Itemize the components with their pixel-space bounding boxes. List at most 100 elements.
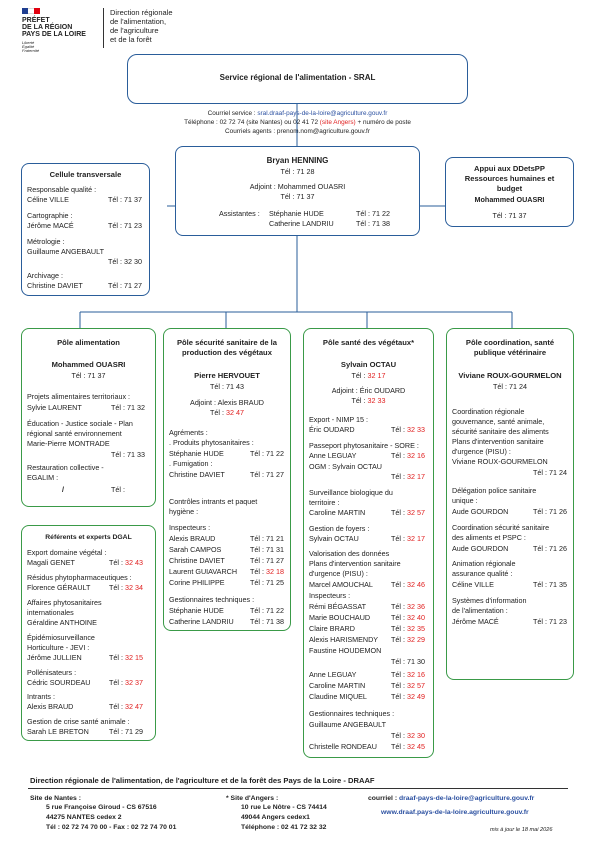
motto-1: Liberté: [22, 40, 35, 45]
footer-web-link[interactable]: www.draaf.pays-de-la-loire.agriculture.g…: [381, 809, 529, 816]
ref-tel-4: Tél : 32 15: [109, 653, 143, 662]
pole-sspv-title-2: production des végétaux: [182, 348, 272, 357]
coord-c1-name: Viviane ROUX-GOURMELON: [452, 457, 548, 466]
sv-foyers-tel: Tél : 32 17: [391, 534, 425, 543]
assistantes-label: Assistantes :: [219, 209, 260, 218]
sv-passeport: Passeport phytosanitaire - SORE :: [309, 441, 419, 450]
pole-alim-chef: Mohammed OUASRI: [51, 360, 126, 369]
chef-adjoint-tel: Tél : 71 37: [280, 192, 315, 201]
footer-nantes-1: 5 rue Françoise Giroud - CS 67516: [46, 804, 157, 811]
ref-tel-4-label: Tél :: [109, 653, 125, 662]
cellule-role-3: Métrologie :: [27, 237, 65, 246]
pole-alim-l1: Projets alimentaires territoriaux :: [27, 392, 131, 401]
pole-sv-tel: Tél : 32 17: [304, 371, 433, 380]
ref-name-2: Florence GÉRAULT: [27, 583, 91, 592]
sspv-adj-tel-post: 32 47: [225, 408, 244, 417]
sv-insp-1: Rémi BÉGASSAT: [309, 602, 366, 611]
pole-sv-adjoint-tel: Tél : 32 33: [304, 396, 433, 405]
assistante-1: Stéphanie HUDE: [269, 209, 324, 218]
sv-insp-4-tel-post: 32 29: [406, 635, 425, 644]
coord-c1-tel: Tél : 71 24: [533, 468, 567, 477]
sv-export-tel: Tél : 32 33: [391, 425, 425, 434]
ref-role-1: Export domaine végétal :: [27, 548, 107, 557]
footer-courriel-link[interactable]: draaf-pays-de-la-loire@agriculture.gouv.…: [398, 795, 535, 802]
sv-ogm-tel: Tél : 32 17: [391, 472, 425, 481]
sv-insp-2: Marie BOUCHAUD: [309, 613, 371, 622]
sral-agents: Courriels agents : prenom.nom@agricultur…: [225, 128, 370, 135]
sv-ogm-tel-post: 32 17: [406, 472, 425, 481]
sv-export-tel-post: 32 33: [406, 425, 425, 434]
pole-alim-l3-name: /: [62, 485, 64, 494]
ref-role-4a: Épidémiosurveillance: [27, 633, 95, 642]
courriel-link[interactable]: sral.draaf-pays-de-la-loire@agriculture.…: [257, 110, 388, 117]
coord-c3-name: Aude GOURDON: [452, 544, 509, 553]
sspv-agrements: Agréments :: [169, 428, 208, 437]
sv-valor-2: Plans d'intervention sanitaire: [309, 559, 401, 568]
ref-tel-6: Tél : 32 47: [109, 702, 143, 711]
sv-surv-tel-post: 32 57: [406, 508, 425, 517]
footer-angers-1: 10 rue Le Nôtre - CS 74414: [241, 804, 327, 811]
sv-surveillance-tel: Tél : 32 57: [391, 508, 425, 517]
pole-alim-l1-name: Sylvie LAURENT: [27, 403, 82, 412]
pole-alim-l3b: EGALIM :: [27, 473, 59, 482]
sv-export-name: Éric OUDARD: [309, 425, 355, 434]
sral-title: Service régional de l'alimentation - SRA…: [219, 73, 376, 82]
ref-name-3: Géraldine ANTHOINE: [27, 618, 97, 627]
sspv-insp-5-tel: Tél : 71 25: [250, 578, 284, 587]
pole-alim-title: Pôle alimentation: [57, 338, 120, 347]
sv-gest-2-tel: Tél : 32 45: [391, 742, 425, 751]
tel-angers: (site Angers): [319, 119, 356, 126]
sv-insp-1-tel-post: 32 36: [406, 602, 425, 611]
logo-line-1: PRÉFET: [22, 17, 50, 24]
pole-coord-box: Pôle coordination, santé publique vétéri…: [446, 328, 574, 680]
sv-export-tel-label: Tél :: [391, 425, 407, 434]
sv-gest-1-tel: Tél : 32 30: [391, 731, 425, 740]
sspv-produits-name: Stéphanie HUDE: [169, 449, 224, 458]
footer-nantes-2: 44275 NANTES cedex 2: [46, 814, 122, 821]
assistante-2: Catherine LANDRIU: [269, 219, 334, 228]
appui-box: Appui aux DDetsPP Ressources humaines et…: [445, 157, 574, 227]
ref-role-4b: Horticulture - JEVI :: [27, 643, 90, 652]
coord-c3-1: Coordination sécurité sanitaire: [452, 523, 550, 532]
sspv-insp-5: Corine PHILIPPE: [169, 578, 225, 587]
sv-adj-tel-label: Tél :: [351, 396, 368, 405]
sv-insp-6: Anne LEGUAY: [309, 670, 357, 679]
pole-alim-l2-tel: Tél : 71 33: [111, 450, 145, 459]
coord-c5-1: Systèmes d'information: [452, 596, 527, 605]
sv-valor-name: Marcel AMOUCHAL: [309, 580, 373, 589]
appui-title-1: Appui aux DDetsPP: [474, 164, 545, 173]
pole-sspv-chef: Pierre HERVOUET: [194, 371, 260, 380]
cellule-tel-3: Tél : 32 30: [108, 257, 142, 266]
cellule-name-3: Guillaume ANGEBAULT: [27, 247, 104, 256]
sspv-fumigation: . Fumigation :: [169, 459, 213, 468]
ref-tel-2-post: 32 34: [124, 583, 143, 592]
direction-line-3: de l'agriculture: [110, 26, 159, 35]
courriel-label: Courriel service :: [207, 110, 258, 117]
sv-insp-8-tel-post: 32 49: [406, 692, 425, 701]
sv-valor-tel-label: Tél :: [391, 580, 407, 589]
ref-tel-1: Tél : 32 43: [109, 558, 143, 567]
ref-tel-1-label: Tél :: [109, 558, 125, 567]
appui-title-2: Ressources humaines et: [464, 174, 555, 183]
pole-coord-title-2: publique vétérinaire: [473, 348, 547, 357]
footer-angers-label: * Site d'Angers :: [226, 795, 279, 802]
sv-insp-2-tel-post: 32 40: [406, 613, 425, 622]
sv-surveillance-name: Caroline MARTIN: [309, 508, 366, 517]
sv-valor-1: Valorisation des données: [309, 549, 390, 558]
sv-insp-6-tel-post: 32 16: [406, 670, 425, 679]
coord-c1-5: d'urgence (PISU) :: [452, 447, 511, 456]
sv-valor-tel: Tél : 32 46: [391, 580, 425, 589]
chef-name: Bryan HENNING: [266, 156, 329, 165]
ref-tel-6-post: 32 47: [124, 702, 143, 711]
cellule-name-4: Christine DAVIET: [27, 281, 83, 290]
pole-alim-l2: Éducation - Justice sociale - Plan: [27, 419, 133, 428]
sspv-produits: . Produits phytosanitaires :: [169, 438, 254, 447]
cellule-role-1: Responsable qualité :: [27, 185, 97, 194]
cellule-role-2: Cartographie :: [27, 211, 73, 220]
pole-alim-l3: Restauration collective -: [27, 463, 104, 472]
appui-name: Mohammed OUASRI: [474, 195, 545, 204]
sral-courriel: Courriel service : sral.draaf-pays-de-la…: [100, 109, 495, 118]
sv-foyers-name: Sylvain OCTAU: [309, 534, 359, 543]
pole-coord-chef: Viviane ROUX-GOURMELON: [458, 371, 562, 380]
sv-insp-8: Claudine MIQUEL: [309, 692, 367, 701]
